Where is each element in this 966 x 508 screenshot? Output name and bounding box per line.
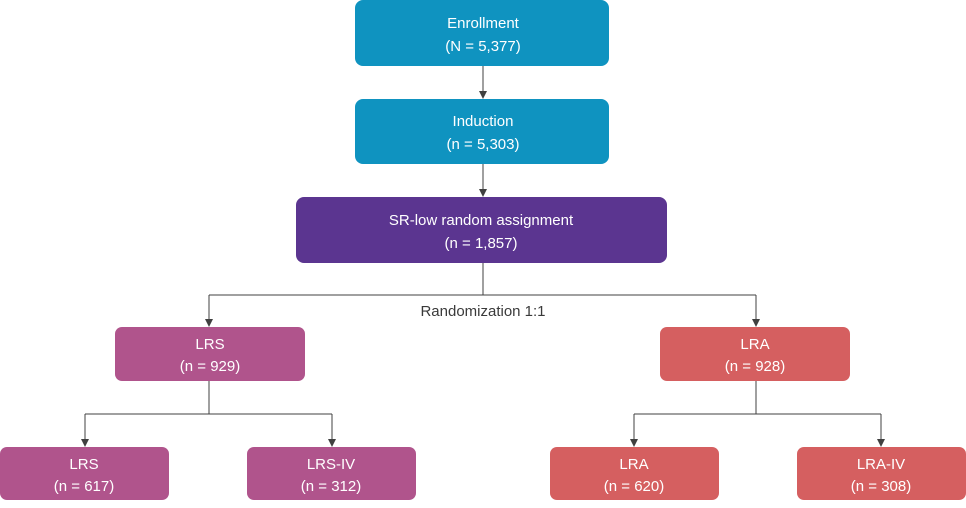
lra-final-box <box>550 447 719 500</box>
enrollment-count: (N = 5,377) <box>445 38 520 55</box>
lrs-iv-title: LRS-IV <box>307 456 355 473</box>
induction-count: (n = 5,303) <box>447 136 520 153</box>
arrowhead-lrs <box>205 319 213 327</box>
connectors <box>81 66 885 447</box>
enrollment-node: Enrollment (N = 5,377) <box>355 0 609 66</box>
induction-box <box>355 99 609 164</box>
lra-final-count: (n = 620) <box>604 478 664 495</box>
lra-iv-count: (n = 308) <box>851 478 911 495</box>
arrowhead-assignment <box>479 189 487 197</box>
lra-count: (n = 928) <box>725 358 785 375</box>
assignment-count: (n = 1,857) <box>445 235 518 252</box>
arrowhead-lrs-final <box>81 439 89 447</box>
induction-title: Induction <box>453 113 514 130</box>
lrs-final-title: LRS <box>69 456 98 473</box>
assignment-node: SR-low random assignment (n = 1,857) <box>296 197 667 263</box>
lrs-iv-count: (n = 312) <box>301 478 361 495</box>
lrs-box <box>115 327 305 381</box>
lra-box <box>660 327 850 381</box>
randomization-label: Randomization 1:1 <box>420 303 545 320</box>
lrs-count: (n = 929) <box>180 358 240 375</box>
assignment-title: SR-low random assignment <box>389 212 574 229</box>
lra-final-node: LRA (n = 620) <box>550 447 719 500</box>
arrowhead-lra <box>752 319 760 327</box>
enrollment-box <box>355 0 609 66</box>
lrs-iv-box <box>247 447 416 500</box>
arrowhead-lra-iv <box>877 439 885 447</box>
lra-title: LRA <box>740 336 769 353</box>
lra-iv-box <box>797 447 966 500</box>
lrs-final-count: (n = 617) <box>54 478 114 495</box>
arrowhead-lra-final <box>630 439 638 447</box>
lrs-title: LRS <box>195 336 224 353</box>
lra-final-title: LRA <box>619 456 648 473</box>
arrowhead-lrs-iv <box>328 439 336 447</box>
assignment-box <box>296 197 667 263</box>
lrs-final-box <box>0 447 169 500</box>
enrollment-title: Enrollment <box>447 15 520 32</box>
lra-node: LRA (n = 928) <box>660 327 850 381</box>
lra-iv-node: LRA-IV (n = 308) <box>797 447 966 500</box>
lrs-iv-node: LRS-IV (n = 312) <box>247 447 416 500</box>
arrowhead-induction <box>479 91 487 99</box>
induction-node: Induction (n = 5,303) <box>355 99 609 164</box>
lra-iv-title: LRA-IV <box>857 456 905 473</box>
lrs-node: LRS (n = 929) <box>115 327 305 381</box>
lrs-final-node: LRS (n = 617) <box>0 447 169 500</box>
